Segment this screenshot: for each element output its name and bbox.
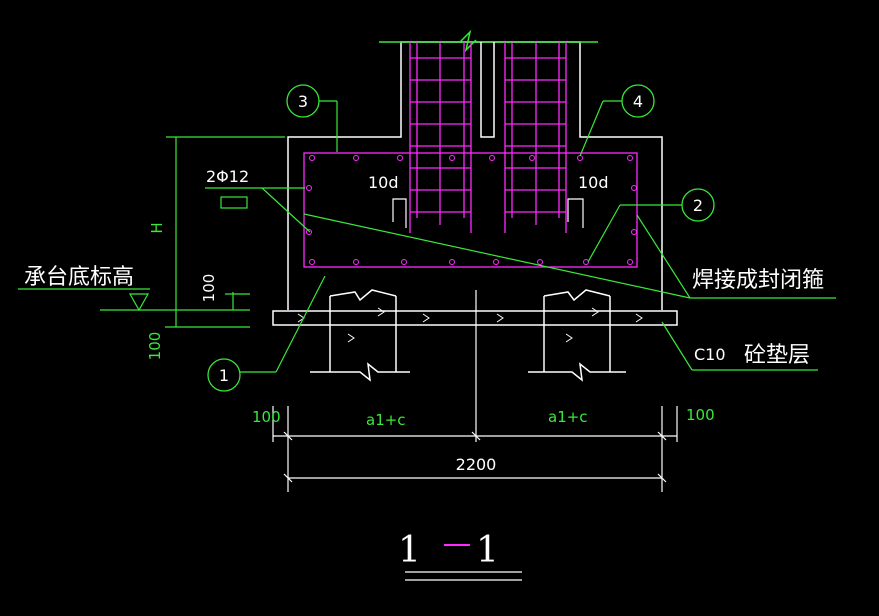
pile-right [528, 289, 626, 382]
dim-total: 2200 [456, 455, 497, 474]
callout-4-label: 4 [633, 92, 643, 111]
bedding-grade-label: C10 [694, 345, 726, 364]
column-break-symbol [459, 29, 477, 53]
callout-1-circle [207, 358, 241, 392]
rebar [303, 42, 638, 268]
anchor-left-label: 10d [368, 173, 399, 192]
callout-1-label: 1 [219, 366, 229, 385]
height-100-label: 100 [200, 274, 218, 303]
elevation-symbol [128, 293, 150, 312]
stirrup-leader [303, 213, 691, 299]
annotation-lines [18, 100, 836, 373]
column-rebar-right [504, 42, 567, 233]
callout-3-label: 3 [298, 92, 308, 111]
dim-a1c-right: a1+c [548, 408, 588, 426]
callout-2-label: 2 [693, 196, 703, 215]
callout-3-circle [286, 84, 320, 118]
column-center-gap [480, 42, 495, 138]
height-symbol: H [148, 222, 166, 233]
bedding-layer-label: 砼垫层 [744, 343, 810, 368]
rebar-spec-box [220, 196, 248, 209]
bedding-leader [661, 321, 693, 371]
section-title-right: 1 [476, 530, 499, 571]
callouts [207, 84, 715, 392]
dim-left-100: 100 [252, 408, 281, 426]
anchor-right-label: 10d [578, 173, 609, 192]
pad-thickness-label: 100 [146, 332, 164, 361]
piles [297, 289, 643, 382]
concrete-outline [272, 29, 678, 326]
anchorage-marks [392, 198, 584, 228]
dim-a1c-left: a1+c [366, 411, 406, 429]
pile-left [310, 289, 410, 382]
stirrup-leader-2 [636, 214, 691, 299]
dim-right-100: 100 [686, 406, 715, 424]
bedding-layer [272, 310, 678, 326]
rebar-dots [306, 155, 637, 265]
dimension-lines [272, 290, 678, 581]
column-rebar-left [409, 42, 472, 233]
section-title-left: 1 [398, 530, 421, 571]
rebar-spec-label: 2Φ12 [206, 167, 249, 186]
bottom-elevation-label: 承台底标高 [24, 265, 134, 290]
closed-stirrup-label: 焊接成封闭箍 [692, 268, 824, 293]
callout-4-circle [621, 84, 655, 118]
pile-marks [297, 307, 643, 343]
callout-2-circle [681, 188, 715, 222]
